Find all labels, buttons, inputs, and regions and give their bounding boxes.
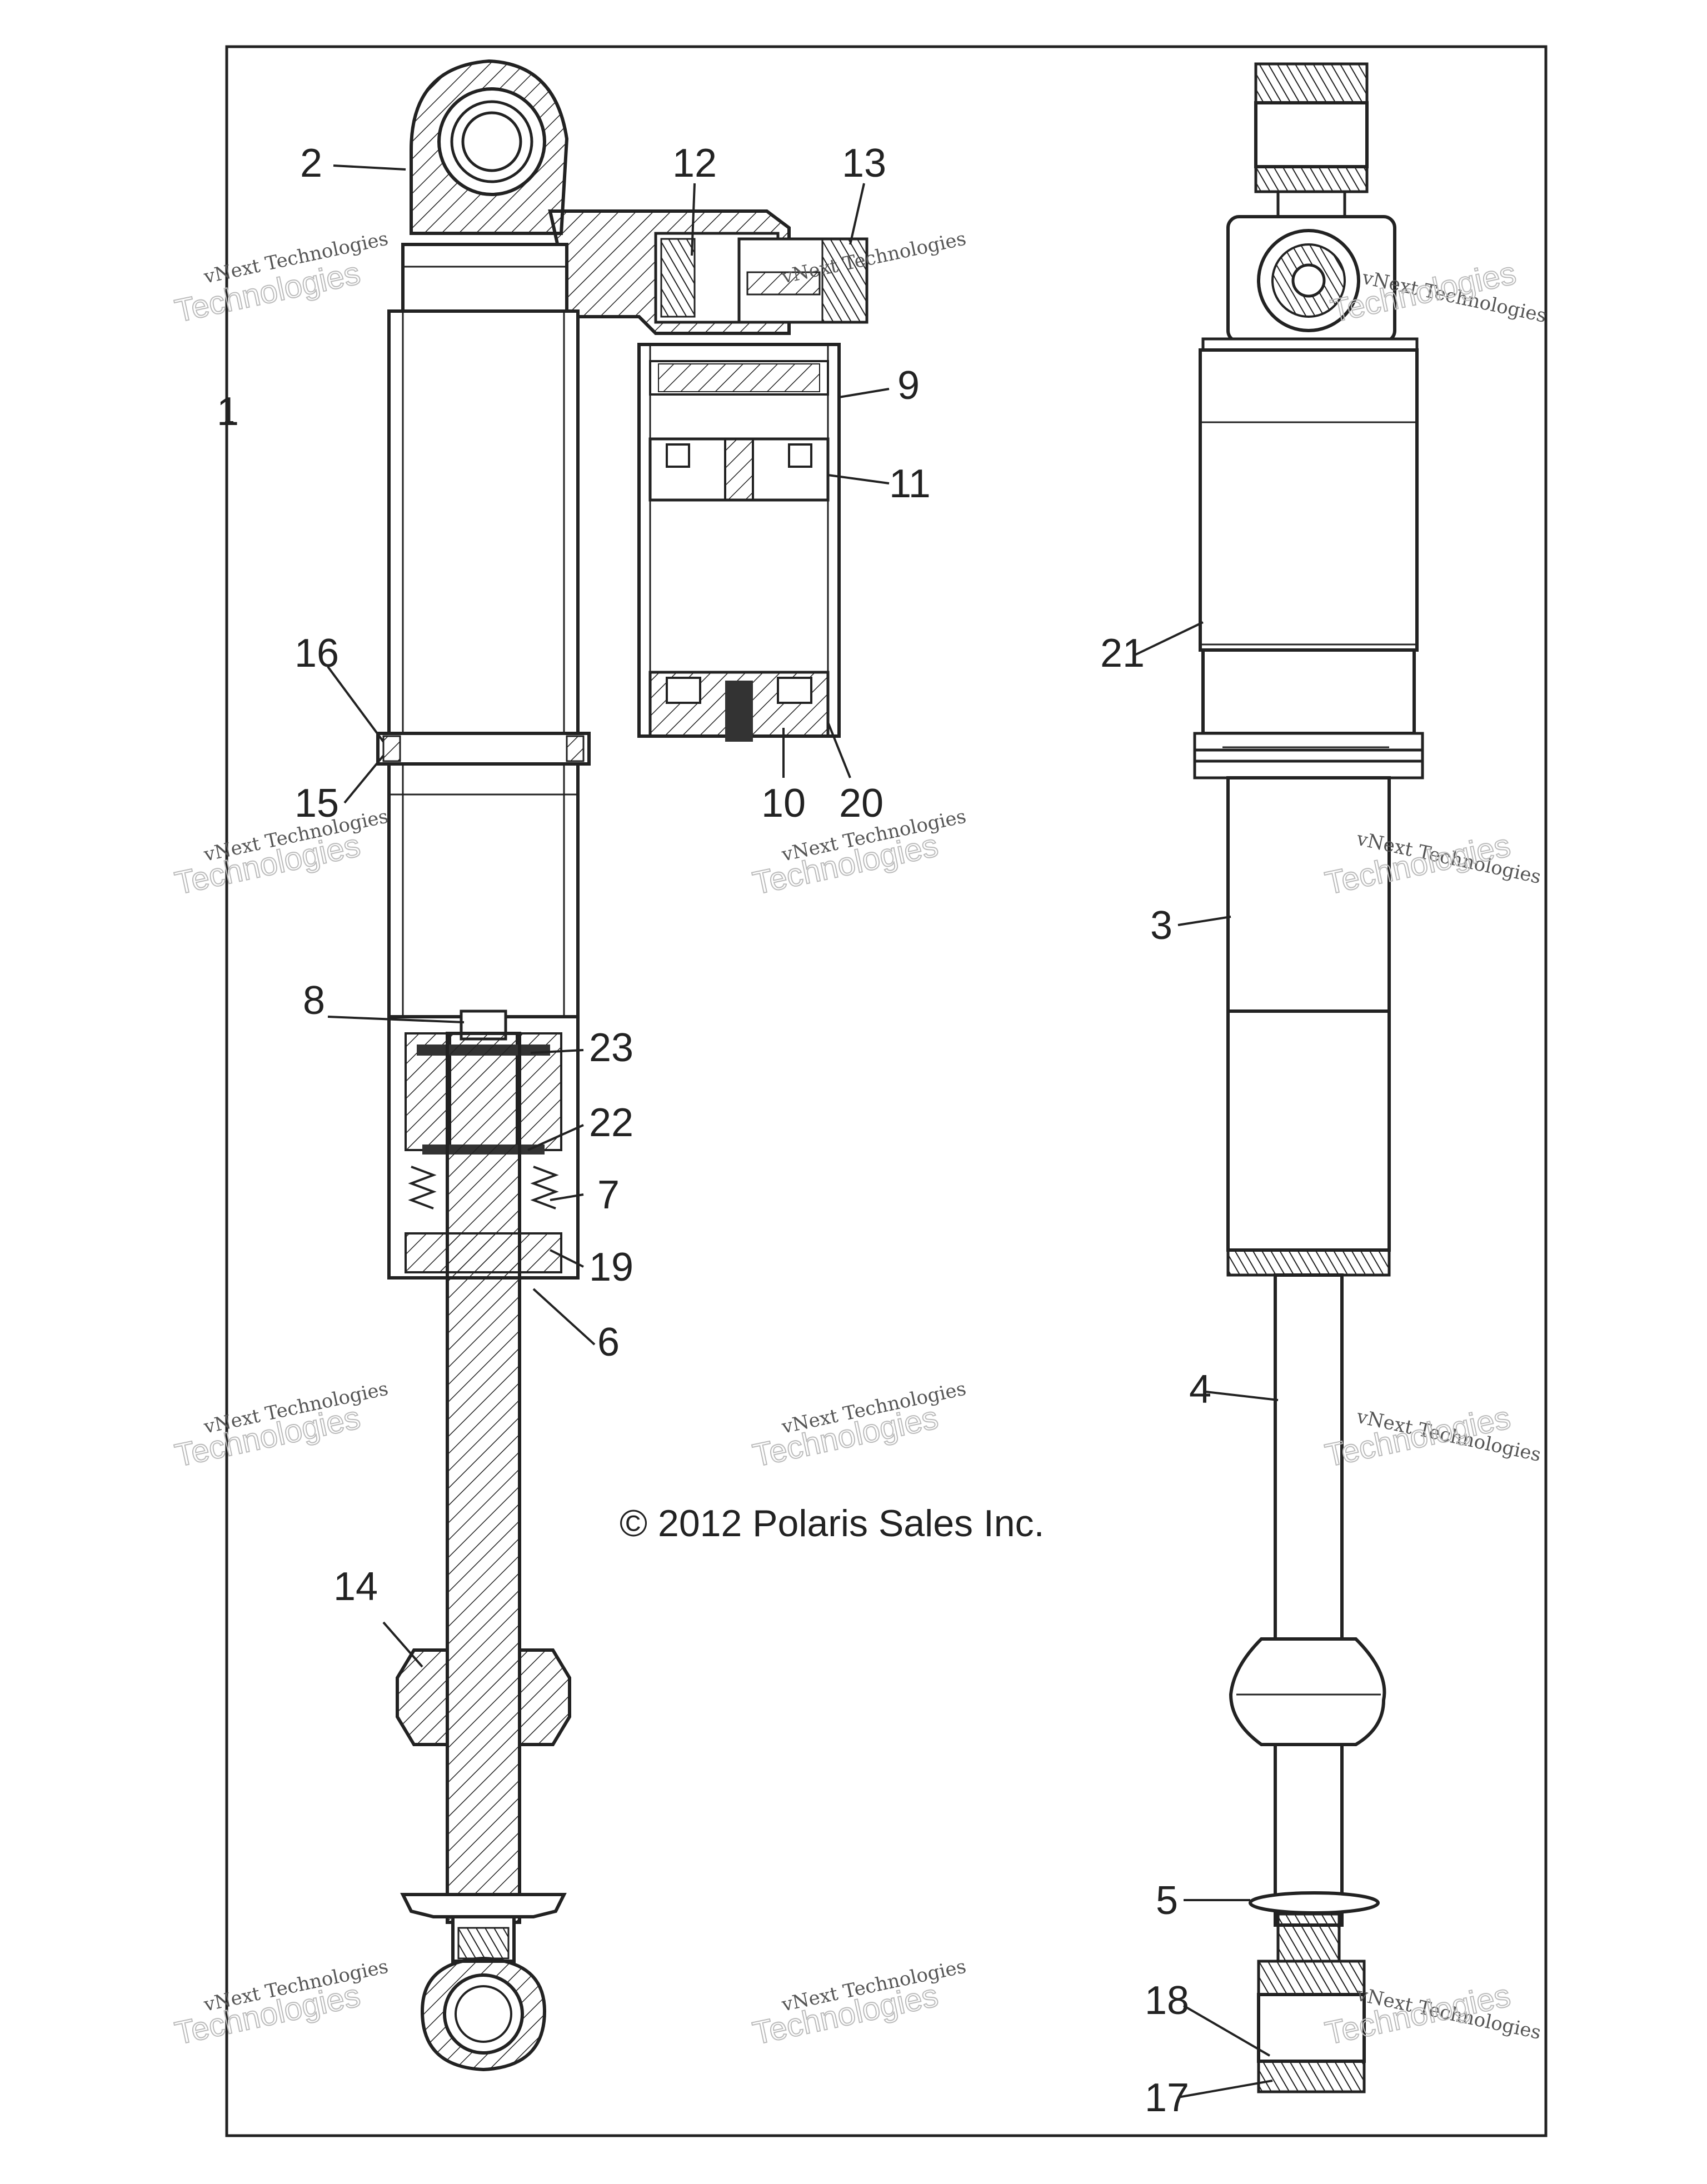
shaft-ext	[1274, 1273, 1344, 1927]
piston-shaft	[446, 1032, 521, 1924]
leader-lines	[225, 164, 1279, 2098]
label-6: 6	[597, 1320, 620, 1365]
rod-end-threads	[1276, 1912, 1341, 1963]
schrader-valve	[725, 681, 753, 742]
body-bottom-threads	[1226, 1248, 1391, 1277]
shock-body-lower	[1226, 776, 1391, 1013]
label-3: 3	[1150, 903, 1172, 948]
top-eyelet-ext	[1254, 62, 1369, 104]
copyright-text: © 2012 Polaris Sales Inc.	[620, 1502, 1045, 1545]
label-7: 7	[597, 1173, 620, 1217]
body-top-cap	[401, 243, 568, 313]
seal-springs-left	[408, 1166, 437, 1210]
reservoir-section	[637, 232, 869, 742]
preload-collar	[376, 732, 591, 766]
label-5: 5	[1156, 1878, 1178, 1923]
label-13: 13	[842, 141, 886, 186]
label-10: 10	[761, 781, 806, 826]
label-22: 22	[589, 1101, 633, 1145]
shaft-threads	[457, 1927, 510, 1960]
label-23: 23	[589, 1026, 633, 1070]
label-11: 11	[889, 462, 931, 506]
preload-collar-ring	[382, 735, 401, 762]
bumper-ext	[1229, 1637, 1386, 1746]
left-shock-section	[376, 59, 791, 2072]
label-4: 4	[1189, 1367, 1211, 1412]
label-21: 21	[1100, 631, 1145, 676]
top-eyelet-ring-mid	[450, 100, 533, 183]
shock-body-upper	[1199, 348, 1419, 652]
callout-labels: 1 2 12 13 9 11 10 20 16 15 21 3 4 5 18 1…	[217, 141, 1211, 2120]
seal-springs-right	[530, 1166, 559, 1210]
washer-ext	[1249, 1891, 1380, 1915]
top-eyelet-bore	[461, 111, 522, 172]
label-14: 14	[333, 1565, 378, 1609]
label-9: 9	[897, 363, 920, 408]
label-8: 8	[303, 978, 325, 1023]
label-1: 1	[217, 389, 239, 434]
watermark-9-big: Technologies	[1322, 1400, 1514, 1474]
shaft-eye-flange	[400, 1893, 567, 1918]
label-15: 15	[295, 781, 339, 826]
label-2: 2	[300, 141, 322, 186]
label-19: 19	[589, 1245, 633, 1290]
label-20: 20	[839, 781, 884, 826]
right-shock-exterior	[1193, 62, 1424, 2093]
bottom-out-bumper	[396, 1648, 449, 1746]
label-17: 17	[1145, 2076, 1189, 2120]
label-18: 18	[1145, 1978, 1189, 2023]
diagram-frame	[225, 45, 1548, 2137]
label-16: 16	[295, 631, 339, 676]
bottom-eyelet-ext	[1257, 1960, 1366, 1996]
label-12: 12	[672, 141, 717, 186]
